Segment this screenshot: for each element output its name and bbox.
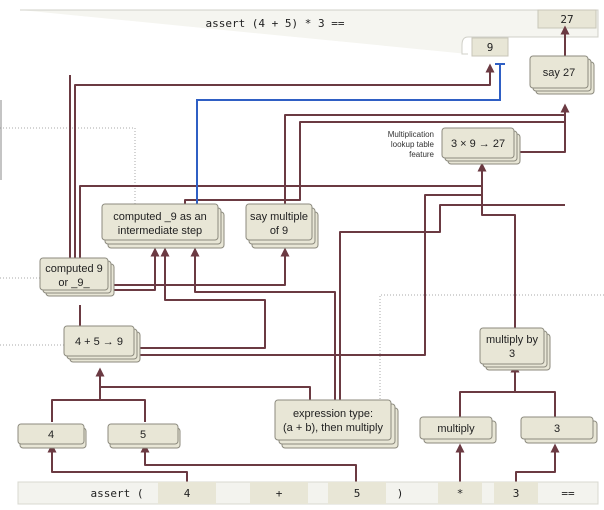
edge-step-to-box9-blue xyxy=(196,63,505,205)
token-3: 3 xyxy=(513,487,520,500)
node-4-plus-5-label: 4 + 5 → 9 xyxy=(75,336,123,348)
node-3-label: 3 xyxy=(554,423,560,435)
context-guides xyxy=(0,127,604,400)
token-5: 5 xyxy=(354,487,361,500)
edge-tok3-to-n3 xyxy=(515,443,560,482)
node-computed-9[interactable] xyxy=(39,257,109,291)
node-computed-9-line1: computed 9 xyxy=(45,263,102,275)
edge-sum-to-step xyxy=(140,247,266,349)
lookup-table-annotation: Multiplication lookup table feature xyxy=(388,130,435,159)
token-assert: assert ( xyxy=(91,487,144,500)
node-expression-type-line2: (a + b), then multiply xyxy=(283,422,383,434)
node-3[interactable] xyxy=(520,416,594,440)
edge-step-to-say27 xyxy=(184,121,565,205)
annotation-line3: feature xyxy=(409,150,434,159)
edge-c9-to-step xyxy=(110,247,160,291)
node-multiply[interactable] xyxy=(419,416,493,440)
node-say-multiple-9-line1: say multiple xyxy=(250,211,308,223)
edges xyxy=(47,25,570,482)
token-4: 4 xyxy=(184,487,191,500)
node-computed-9-step-line1: computed _9 as an xyxy=(113,211,207,223)
edge-sum-to-3x9 xyxy=(140,194,482,356)
edge-n5-to-sum xyxy=(100,399,146,422)
node-4[interactable] xyxy=(17,423,85,445)
token-bg-3 xyxy=(494,482,538,504)
node-expression-type-line1: expression type: xyxy=(293,408,373,420)
edge-expr-to-step xyxy=(190,247,336,402)
edge-n3-to-mb3 xyxy=(515,391,556,418)
token-close-paren: ) xyxy=(397,487,404,500)
node-multiply-label: multiply xyxy=(437,423,475,435)
annotation-line1: Multiplication xyxy=(388,130,434,139)
edge-expr-to-say27 xyxy=(339,204,565,402)
node-4-label: 4 xyxy=(48,429,54,441)
annotation-line2: lookup table xyxy=(391,140,435,149)
edge-multiply-to-mb3 xyxy=(459,363,520,418)
node-computed-9-step-line2: intermediate step xyxy=(118,225,202,237)
node-computed-9-line2: or _9_ xyxy=(58,277,90,289)
token-bg-5 xyxy=(328,482,386,504)
node-say-multiple-9-line2: of 9 xyxy=(270,225,288,237)
node-3x9-label: 3 × 9 → 27 xyxy=(451,138,505,150)
edge-c9-to-saymult xyxy=(110,247,290,286)
token-bg-plus xyxy=(250,482,308,504)
edge-expr-to-sum xyxy=(100,386,311,402)
edge-mb3-to-3x9 xyxy=(477,162,516,328)
node-say-27-label: say 27 xyxy=(543,67,575,79)
top-prediction-label: 27 xyxy=(560,13,573,26)
node-3x9[interactable] xyxy=(441,127,515,159)
node-say-multiple-9[interactable] xyxy=(245,203,313,241)
node-say-27[interactable] xyxy=(529,55,589,89)
token-equals: == xyxy=(561,487,575,500)
token-bg-times xyxy=(438,482,482,504)
token-plus: + xyxy=(276,487,283,500)
output-text: assert (4 + 5) * 3 == xyxy=(205,17,344,30)
node-expression-type[interactable] xyxy=(274,399,392,441)
intermediate-prediction-box xyxy=(471,37,509,57)
prompt-bar: assert ( 4 + 5 ) * 3 == xyxy=(17,481,599,505)
edge-n4-to-sum xyxy=(51,367,105,422)
node-multiply-by-3-line2: 3 xyxy=(509,348,515,360)
node-multiply-by-3[interactable] xyxy=(479,327,545,365)
edge-c9-to-box9 xyxy=(74,63,495,258)
token-times: * xyxy=(457,487,464,500)
edge-saymult-to-say27 xyxy=(284,114,565,205)
edge-c9-to-3x9 xyxy=(79,185,482,258)
node-computed-9-step[interactable] xyxy=(101,203,219,241)
edge-tok5-to-n5 xyxy=(140,443,357,482)
edge-tok4-to-n4 xyxy=(47,443,188,482)
node-4-plus-5[interactable] xyxy=(63,325,135,357)
token-bg-4 xyxy=(158,482,216,504)
intermediate-prediction-label: 9 xyxy=(487,41,494,54)
node-multiply-by-3-line1: multiply by xyxy=(486,334,538,346)
output-bar: 27 assert (4 + 5) * 3 == 9 xyxy=(20,9,599,57)
node-5-label: 5 xyxy=(140,429,146,441)
node-5[interactable] xyxy=(107,423,179,445)
nodes: 4 5 multiply 3 expression type: (a + b),… xyxy=(17,55,598,449)
